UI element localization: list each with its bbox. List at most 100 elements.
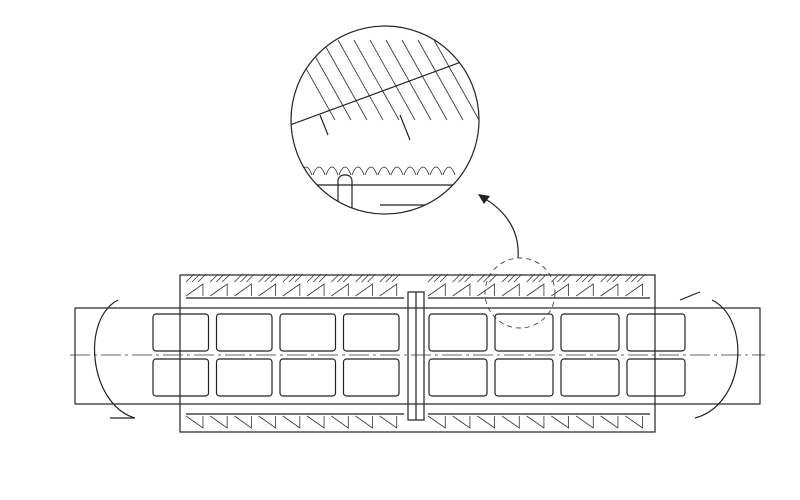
shaft-segment [626,358,686,397]
hatch-line [532,273,541,283]
hatch-line [385,273,395,283]
hatch-line [439,273,449,283]
shaft-segment [494,313,554,352]
housing-threads [185,273,650,429]
hatch-line [489,273,498,283]
hatch-line [538,273,547,283]
hatch-line [353,39,400,121]
shaft-segment [152,313,210,352]
hatch-line [234,273,243,283]
hatch-line [526,273,535,283]
hatch-line [270,273,279,283]
arrow-head-icon [478,194,490,204]
hatch-line [464,273,473,283]
hatch-line [215,273,225,283]
thread-tooth [234,283,252,429]
hatch-line [477,273,486,283]
hatch-line [209,273,219,283]
hatch-line [343,273,352,283]
ball-bearing [325,166,339,176]
hatch-line [401,39,448,121]
ball-bearing [403,166,417,176]
thread-tooth [452,283,471,429]
hatch-line [507,273,517,283]
thread-tooth [526,283,545,429]
hatch-line [321,39,368,121]
ball-bearing [364,166,378,176]
thread-tooth [501,283,520,429]
detail-pointer-arrow [481,196,519,259]
hatch-line [191,273,201,283]
shaft-segment [279,358,337,397]
hatch-line [637,273,646,283]
hatch-line [465,39,479,121]
screw-coupling-assembly [70,273,765,433]
thread-tooth [575,283,594,429]
thread-tooth [600,283,619,429]
shaft-segment [428,313,488,352]
hatch-line [575,273,585,283]
hatch-line [557,273,566,283]
hatch-line [361,273,370,283]
hatch-line [587,273,597,283]
hatch-line [551,273,560,283]
thread-tooth [551,283,569,429]
hatch-line [221,273,231,283]
ball-bearing [338,166,352,176]
hatch-line [417,39,464,121]
ball-bearing [312,166,326,176]
hatch-line [612,273,621,283]
hatch-line [385,39,432,121]
hatch-line [483,273,492,283]
hatch-line [513,273,523,283]
hatch-line [367,273,376,283]
hatch-line [240,273,249,283]
hatch-line [197,273,207,283]
hatch-line [427,273,437,283]
thread-tooth [209,283,228,429]
hatch-line [331,273,340,283]
detail-section-hatching [291,39,479,214]
thread-tooth [355,283,373,429]
thread-tooth [282,283,301,429]
housing [179,274,656,433]
ball-bearing [442,166,456,176]
hatch-line [312,273,322,283]
hatch-line [355,273,364,283]
shaft-segment [342,358,400,397]
thread-tooth [306,283,325,429]
shaft-segment [215,358,273,397]
hatch-line [452,273,461,283]
hatch-line [391,273,401,283]
hatch-line [433,39,479,121]
shaft-segment [342,313,400,352]
pin [337,174,353,214]
hatch-line [606,273,615,283]
shaft [74,307,761,405]
thread-tooth [319,114,411,141]
rotation-arrow-left [93,299,136,419]
hatch-line [246,273,255,283]
hatch-line [306,273,316,283]
rotation-arrow-right [694,299,739,419]
thread-tooth [185,283,204,429]
ball-bearing [351,166,365,176]
hatch-line [318,273,328,283]
hatch-line [264,273,273,283]
hatch-line [501,273,511,283]
ball-bearing [429,166,443,176]
ball-bearing [377,166,391,176]
thread-tooth [258,283,277,429]
shaft-segment [560,313,620,352]
thread-tooth [331,283,349,429]
shaft-segment [152,358,210,397]
hatch-line [369,39,416,121]
thread-tooth [379,283,398,429]
hatch-line [433,273,443,283]
hatch-line [288,273,298,283]
shaft-segment [560,358,620,397]
thread-flank [291,54,479,126]
rotation-arrow-tips [110,291,701,419]
ball-bearing [416,166,430,176]
